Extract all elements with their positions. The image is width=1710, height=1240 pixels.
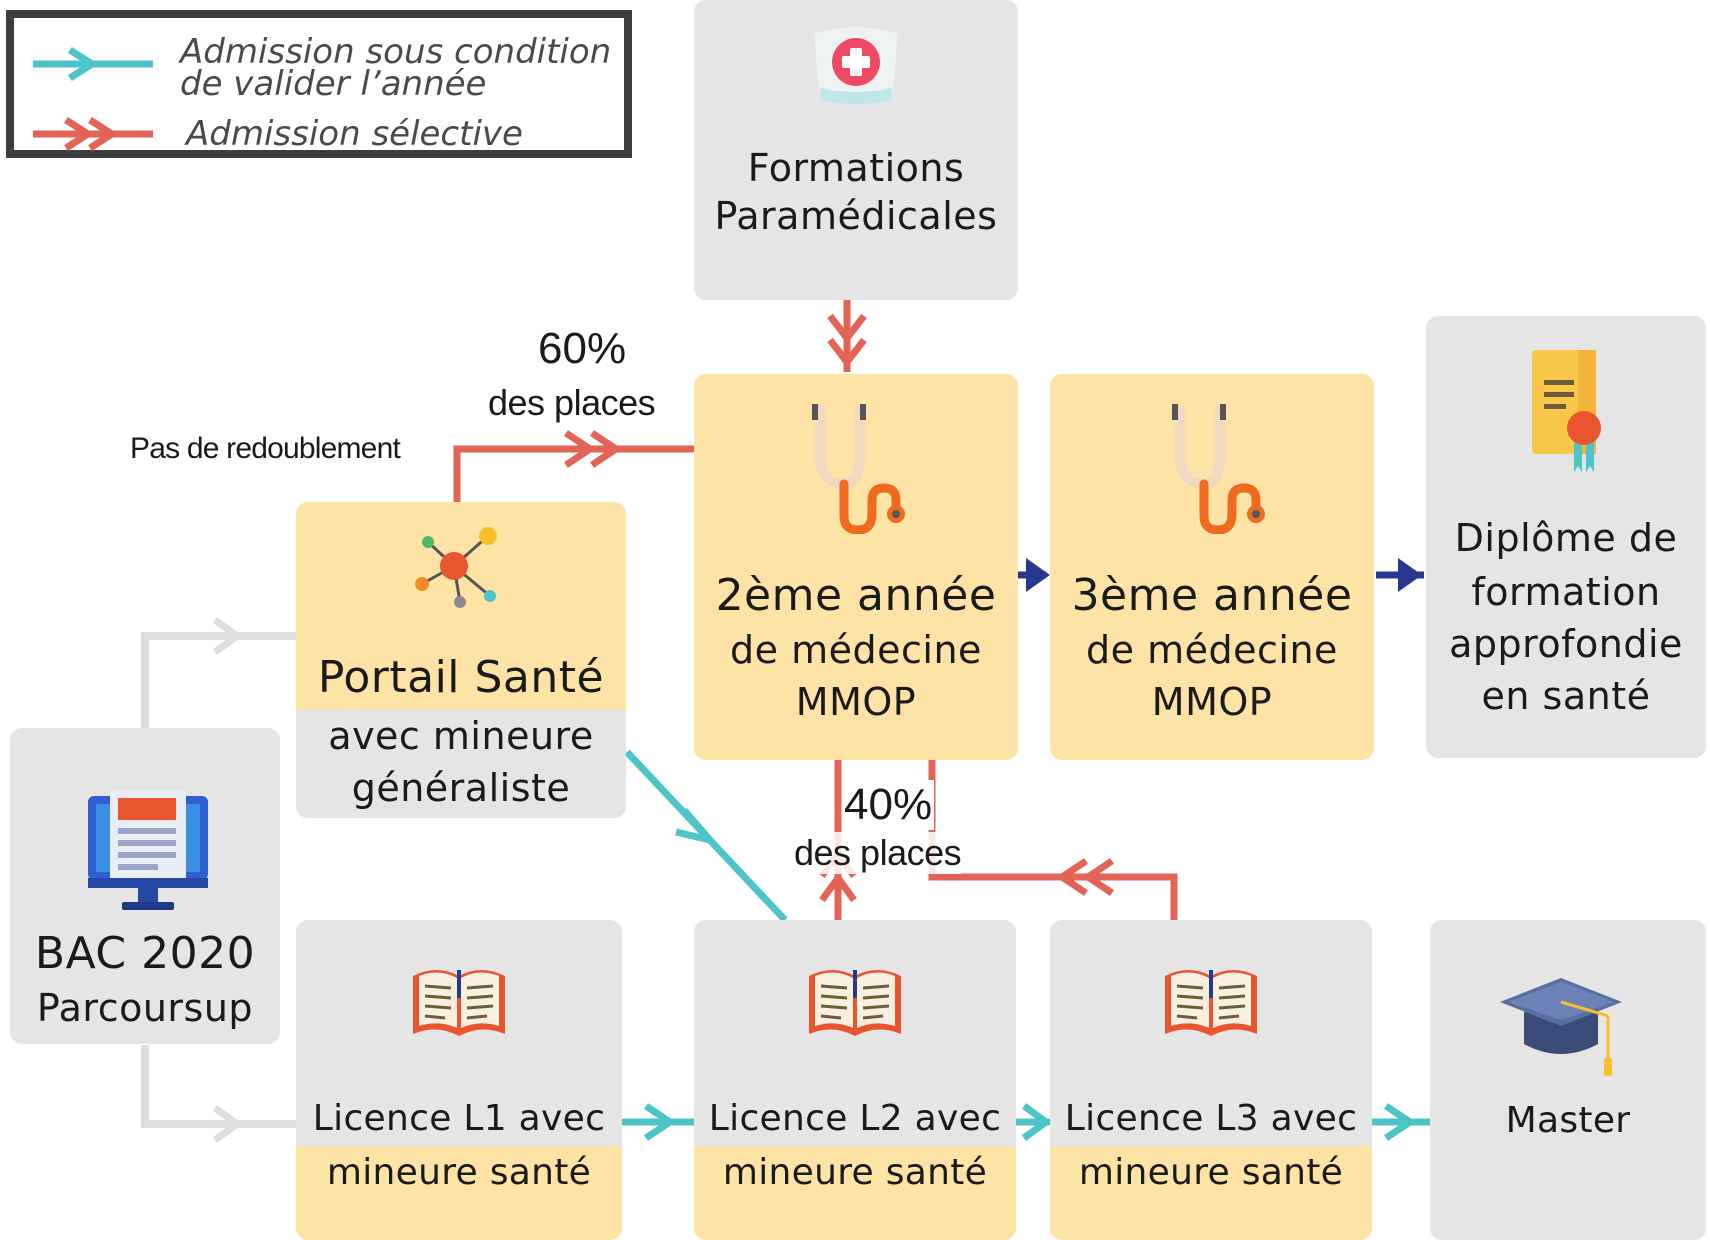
open-book-icon	[1165, 970, 1257, 1036]
medecine-progress-arrows	[1018, 558, 1424, 592]
paramedical-line2: Paramédicales	[714, 194, 998, 238]
portail-line2: généraliste	[351, 766, 571, 810]
no-repeat-label: Pas de redoublement	[130, 432, 401, 465]
pct60-label: 60%	[538, 324, 627, 373]
portail-to-y2-arrow	[453, 430, 694, 502]
y2-line1: 2ème année	[715, 570, 997, 621]
l2-yellow-band	[694, 1146, 1016, 1240]
molecule-icon	[415, 527, 497, 608]
master-line1: Master	[1505, 1100, 1631, 1141]
open-book-icon	[809, 970, 901, 1036]
l1-box: Licence L1 avec mineure santé	[296, 920, 622, 1240]
bac-line1: BAC 2020	[34, 928, 256, 979]
nurse-cap-icon	[814, 27, 898, 104]
bac-arrows	[141, 617, 296, 1143]
legend-conditional-line2: de valider l’année	[180, 64, 487, 104]
red-arrow-swatch	[33, 117, 153, 151]
l2-line2: mineure santé	[722, 1152, 988, 1193]
bac-line2: Parcoursup	[36, 986, 254, 1030]
master-box: Master	[1430, 920, 1706, 1240]
y2-line2: de médecine	[730, 628, 982, 672]
y3-box: 3ème année de médecine MMOP	[1050, 374, 1374, 760]
portail-grey-band	[296, 710, 626, 818]
graduation-cap-icon	[1500, 978, 1622, 1076]
legend: Admission sous condition de valider l’an…	[6, 10, 632, 158]
diplome-line2: formation	[1471, 570, 1661, 614]
l3-yellow-band	[1050, 1146, 1372, 1240]
diplome-box: Diplôme de formation approfondie en sant…	[1426, 316, 1706, 758]
diplome-line4: en santé	[1481, 674, 1651, 718]
licence-progress-arrows	[622, 1103, 1430, 1141]
y3-line3: MMOP	[1151, 680, 1273, 724]
pct40-label: 40%	[842, 780, 935, 830]
stethoscope-icon	[812, 404, 905, 534]
legend-conditional-line1: Admission sous condition	[180, 32, 612, 72]
l1-line2: mineure santé	[326, 1152, 592, 1193]
l1-line1: Licence L1 avec	[312, 1098, 606, 1139]
diplome-line3: approfondie	[1449, 622, 1683, 666]
l3-line1: Licence L3 avec	[1064, 1098, 1358, 1139]
places40-label: des places	[794, 832, 962, 874]
y3-line2: de médecine	[1086, 628, 1338, 672]
places60-label: des places	[488, 382, 656, 423]
stethoscope-icon	[1172, 404, 1265, 534]
open-book-icon	[413, 970, 505, 1036]
y2-box: 2ème année de médecine MMOP	[694, 374, 1018, 760]
l3-line2: mineure santé	[1078, 1152, 1344, 1193]
teal-arrow-swatch	[33, 47, 153, 81]
paramedical-line1: Formations	[747, 146, 965, 190]
l2-box: Licence L2 avec mineure santé	[694, 920, 1016, 1240]
computer-monitor-icon	[88, 790, 208, 910]
l3-box: Licence L3 avec mineure santé	[1050, 920, 1372, 1240]
portail-title: Portail Santé	[317, 652, 605, 703]
diplome-line1: Diplôme de	[1454, 516, 1678, 560]
portail-box: Portail Santé avec mineure généraliste	[296, 502, 626, 818]
portail-line1: avec mineure	[328, 714, 594, 758]
l2-line1: Licence L2 avec	[708, 1098, 1002, 1139]
y3-line1: 3ème année	[1071, 570, 1353, 621]
paramedical-box: Formations Paramédicales	[694, 0, 1018, 300]
legend-selective: Admission sélective	[186, 114, 523, 154]
portail-to-l2-arrow	[624, 749, 788, 923]
l1-yellow-band	[296, 1146, 622, 1240]
paramedical-to-y2-arrow	[827, 300, 867, 372]
y2-line3: MMOP	[795, 680, 917, 724]
bac-box: BAC 2020 Parcoursup	[10, 728, 280, 1044]
certificate-icon	[1532, 350, 1601, 472]
l3-to-y2-arrow	[928, 760, 1178, 920]
